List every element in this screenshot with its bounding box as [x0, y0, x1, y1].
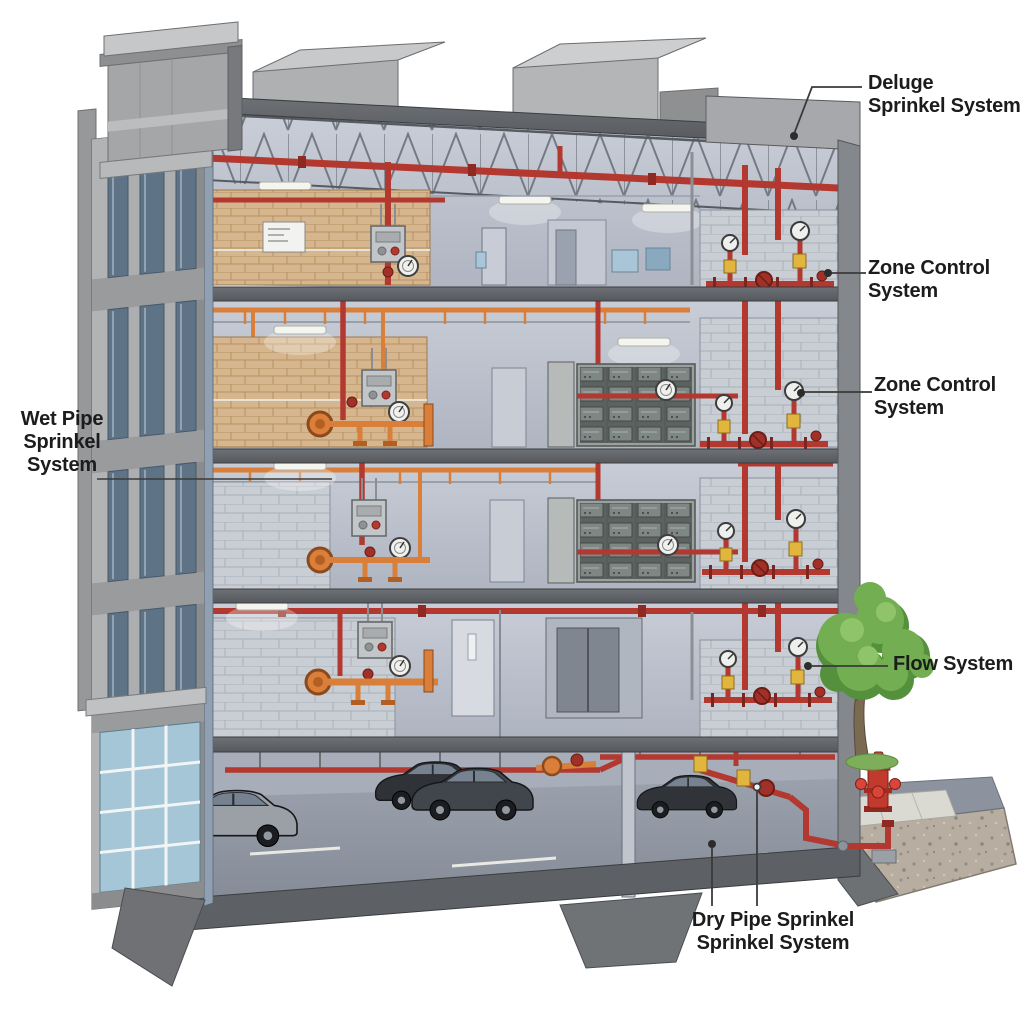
underground-supply-pipe — [837, 820, 897, 864]
left-foundation — [111, 887, 206, 987]
floor-2 — [206, 293, 839, 453]
tree — [816, 582, 934, 771]
wall-panel-sign — [262, 221, 306, 253]
center-footing — [559, 892, 703, 969]
label-wet-pipe-sprinkler-system: Wet Pipe Sprinkel System — [20, 408, 104, 476]
cut-plane-strip — [203, 98, 214, 907]
facade-tower — [99, 21, 243, 180]
label-deluge-sprinkler-system: Deluge Sprinkel System — [868, 72, 1021, 117]
floor-1-top — [206, 112, 839, 293]
label-dry-pipe-sprinkler-system: Dry Pipe Sprinkel Sprinkel System — [691, 909, 855, 954]
floor-4 — [206, 594, 839, 738]
floor-3 — [206, 453, 839, 594]
leader-lines — [97, 86, 888, 906]
label-flow-system: Flow System — [893, 653, 1014, 675]
left-facade — [77, 21, 243, 910]
roof-parapet — [705, 95, 861, 151]
label-zone-control-system-2: Zone Control System — [874, 374, 997, 419]
label-zone-control-system-1: Zone Control System — [868, 257, 991, 302]
